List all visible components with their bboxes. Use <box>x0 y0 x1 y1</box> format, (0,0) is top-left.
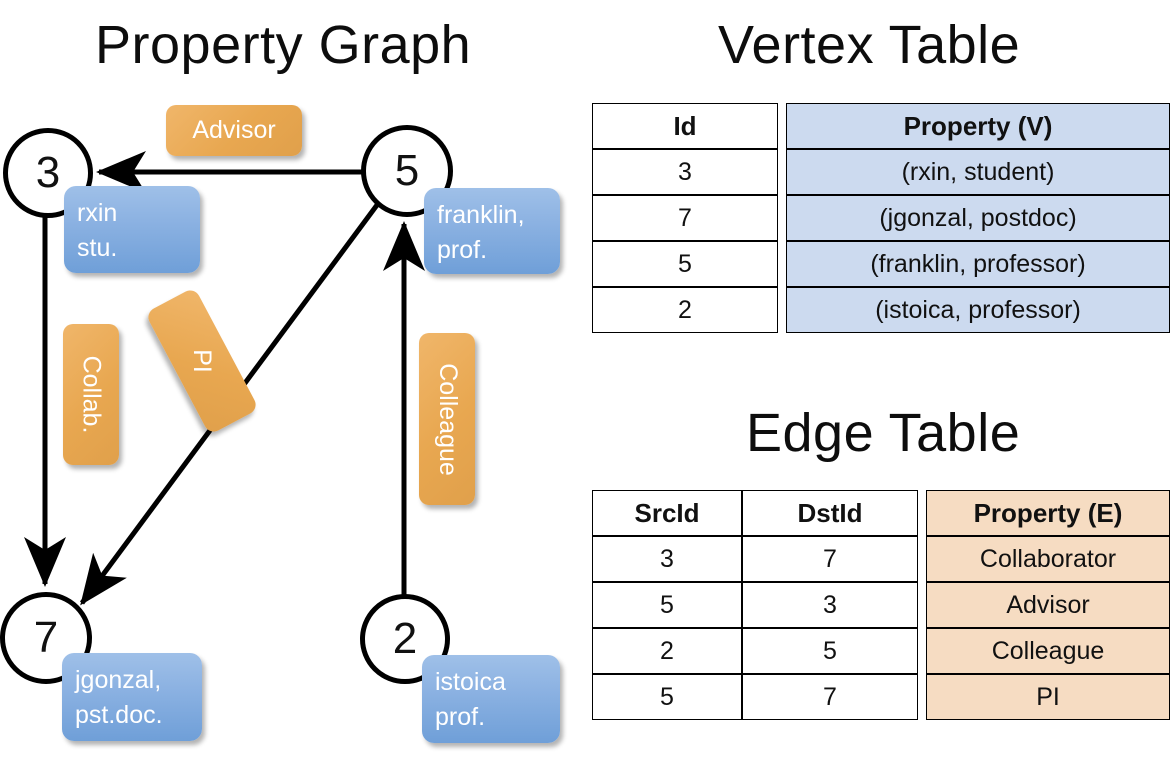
edge-label-advisor: Advisor <box>166 105 302 156</box>
graph-node-5-label: 5 <box>394 146 420 195</box>
node-property-line-1: rxin <box>77 199 118 227</box>
vertex-cell-property: (istoica, professor) <box>786 287 1170 333</box>
vertex-table-header-row: Id Property (V) <box>592 103 1170 149</box>
vertex-cell-id: 5 <box>592 241 778 287</box>
edge-table-column-gap <box>918 628 926 674</box>
vertex-table-column-gap <box>778 195 786 241</box>
edge-table-column-gap <box>918 536 926 582</box>
edge-cell-dstid: 3 <box>742 582 918 628</box>
edge-cell-property: Collaborator <box>926 536 1170 582</box>
vertex-table-header-id: Id <box>592 103 778 149</box>
node-property-box-franklin: franklin, prof. <box>424 188 560 274</box>
graph-node-3-label: 3 <box>35 148 61 197</box>
vertex-table: Id Property (V) 3 (rxin, student) 7 (jgo… <box>592 103 1170 333</box>
table-row: 7 (jgonzal, postdoc) <box>592 195 1170 241</box>
edge-cell-srcid: 3 <box>592 536 742 582</box>
edge-table-header-property: Property (E) <box>926 490 1170 536</box>
table-row: 5 7 PI <box>592 674 1170 720</box>
table-row: 2 5 Colleague <box>592 628 1170 674</box>
node-property-line-1: istoica <box>435 668 506 696</box>
vertex-cell-property: (jgonzal, postdoc) <box>786 195 1170 241</box>
edge-table: SrcId DstId Property (E) 3 7 Collaborato… <box>592 490 1170 720</box>
vertex-table-header-property: Property (V) <box>786 103 1170 149</box>
vertex-table-column-gap <box>778 287 786 333</box>
vertex-cell-id: 7 <box>592 195 778 241</box>
page-title-edge-table: Edge Table <box>746 403 1021 463</box>
edge-label-pi-text: PI <box>188 349 217 373</box>
edge-cell-dstid: 7 <box>742 536 918 582</box>
vertex-table-column-gap <box>778 149 786 195</box>
node-property-line-2: stu. <box>77 233 118 262</box>
edge-cell-dstid: 7 <box>742 674 918 720</box>
edge-cell-srcid: 5 <box>592 674 742 720</box>
vertex-cell-property: (rxin, student) <box>786 149 1170 195</box>
edge-cell-property: Colleague <box>926 628 1170 674</box>
node-property-box-jgonzal: jgonzal, pst.doc. <box>62 653 202 741</box>
node-property-line-2: pst.doc. <box>75 700 163 729</box>
edge-cell-property: Advisor <box>926 582 1170 628</box>
vertex-cell-property: (franklin, professor) <box>786 241 1170 287</box>
table-row: 2 (istoica, professor) <box>592 287 1170 333</box>
edge-cell-property: PI <box>926 674 1170 720</box>
vertex-cell-id: 2 <box>592 287 778 333</box>
node-property-box-istoica: istoica prof. <box>422 655 560 743</box>
edge-label-colleague-text: Colleague <box>433 362 462 476</box>
node-property-box-rxin: rxin stu. <box>64 186 200 273</box>
edge-label-collab-text: Collab. <box>77 355 106 434</box>
edge-table-column-gap <box>918 582 926 628</box>
vertex-cell-id: 3 <box>592 149 778 195</box>
vertex-table-column-gap <box>778 241 786 287</box>
table-row: 3 (rxin, student) <box>592 149 1170 195</box>
table-row: 3 7 Collaborator <box>592 536 1170 582</box>
page-title-property-graph: Property Graph <box>95 15 472 75</box>
node-property-line-2: prof. <box>435 702 486 731</box>
table-row: 5 3 Advisor <box>592 582 1170 628</box>
edge-table-column-gap <box>918 674 926 720</box>
edge-cell-srcid: 5 <box>592 582 742 628</box>
edge-table-header-srcid: SrcId <box>592 490 742 536</box>
edge-table-header-row: SrcId DstId Property (E) <box>592 490 1170 536</box>
edge-table-column-gap <box>918 490 926 536</box>
graph-node-7-label: 7 <box>33 613 59 662</box>
graph-node-5[interactable]: 5 <box>361 125 453 217</box>
edge-label-collab: Collab. <box>63 324 119 465</box>
node-property-line-1: jgonzal, <box>75 666 162 694</box>
table-row: 5 (franklin, professor) <box>592 241 1170 287</box>
edge-cell-dstid: 5 <box>742 628 918 674</box>
graph-node-2-label: 2 <box>392 614 418 663</box>
edge-label-advisor-text: Advisor <box>192 116 276 144</box>
node-property-line-1: franklin, <box>437 201 525 229</box>
page-title-vertex-table: Vertex Table <box>718 15 1021 75</box>
edge-cell-srcid: 2 <box>592 628 742 674</box>
vertex-table-column-gap <box>778 103 786 149</box>
node-property-line-2: prof. <box>437 235 488 264</box>
edge-table-header-dstid: DstId <box>742 490 918 536</box>
edge-label-colleague: Colleague <box>419 333 475 505</box>
graph-node-2[interactable]: 2 <box>360 594 450 684</box>
